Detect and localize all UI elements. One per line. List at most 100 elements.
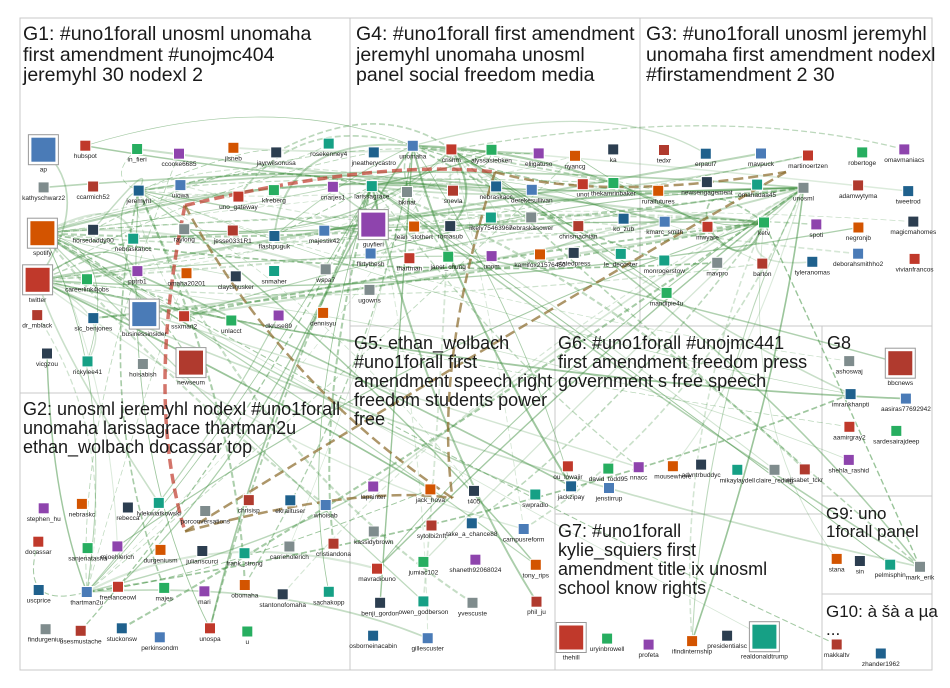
node-jean_stothert[interactable]: jean_stothert (394, 220, 433, 241)
node-derekesullivan[interactable]: derekesullivan (511, 183, 553, 204)
node-claire_reding[interactable]: claire_reding (756, 463, 794, 484)
node-nebraskasower[interactable]: nebraskasower (509, 211, 554, 232)
node-le_decoster[interactable]: le_decoster (604, 247, 638, 268)
node-freelanceowl[interactable]: freelanceowl (100, 580, 137, 601)
node-phil_ju[interactable]: phil_ju (527, 595, 546, 616)
node-chrisisp[interactable]: chrisisp (238, 494, 260, 515)
node-unosml[interactable]: unosml (793, 181, 815, 202)
node-lapainter[interactable]: lapainter (361, 480, 387, 501)
node-snmaher[interactable]: snmaher (261, 265, 288, 286)
node-nebraskacc[interactable]: nebraskacc (479, 180, 513, 201)
node-newsengagement[interactable]: newsengagement (681, 176, 733, 197)
node-jesse0331R1[interactable]: jesse0331R1 (213, 224, 252, 245)
node-jumiac102[interactable]: jumiac102 (408, 555, 439, 576)
node-take_a_chance88[interactable]: take_a_chance88 (446, 517, 498, 538)
node-cnarjes1[interactable]: cnarjes1 (321, 180, 346, 201)
node-aasiras77692942[interactable]: aasiras77692942 (881, 392, 931, 413)
node-jneatherycastro[interactable]: jneatherycastro (351, 146, 397, 167)
node-zhander1962[interactable]: zhander1962 (862, 647, 900, 668)
node-realdonaldtrump[interactable]: realdonaldtrump (741, 621, 788, 661)
node-findurgenius[interactable]: findurgenius (28, 623, 64, 644)
node-ruralfutures[interactable]: ruralfutures (642, 184, 676, 205)
node-deborahsmithho2[interactable]: deborahsmithho2 (833, 247, 884, 268)
node-spotify[interactable]: spotify (26, 217, 58, 257)
node-osborneinacabin[interactable]: osborneinacabin (349, 629, 397, 650)
node-tedxr[interactable]: tedxr (657, 144, 672, 165)
node-larissagrace[interactable]: larissagrace (354, 180, 390, 201)
node-ka[interactable]: ka (607, 143, 620, 164)
node-ashoswaj[interactable]: ashoswaj (836, 355, 863, 376)
node-pptrb1[interactable]: pptrb1 (128, 265, 147, 286)
node-thehill[interactable]: thehill (555, 622, 587, 662)
node-tony_rips[interactable]: tony_rips (523, 558, 550, 579)
node-monrogerstow[interactable]: monrogerstow (644, 254, 685, 275)
node-crishm[interactable]: crishm (442, 143, 461, 164)
node-rickylee41[interactable]: rickylee41 (73, 355, 103, 376)
node-uscprice[interactable]: uscprice (27, 584, 52, 605)
node-sachakopp[interactable]: sachakopp (313, 585, 345, 606)
node-nebraskc[interactable]: nebraskc (69, 497, 96, 518)
node-ko_zub[interactable]: ko_zub (613, 212, 634, 233)
node-ekrailtuser[interactable]: ekrailtuser (275, 494, 306, 515)
node-newseum[interactable]: newseum (175, 347, 207, 387)
node-campusreform[interactable]: campusreform (503, 523, 545, 544)
node-advntrbuddyc[interactable]: advntrbuddyc (682, 458, 722, 479)
node-ifindinternship[interactable]: ifindinternship (672, 635, 713, 656)
node-hoisabish[interactable]: hoisabish (129, 358, 157, 379)
node-carrieholerich[interactable]: carrieholerich (270, 540, 309, 561)
node-pelmisphin[interactable]: pelmisphin (875, 558, 906, 579)
node-unospa[interactable]: unospa (199, 622, 221, 643)
node-durgeniusm[interactable]: durgeniusm (144, 543, 178, 564)
node-kmarc_smith[interactable]: kmarc_smith (646, 215, 684, 236)
node-flirtythesh[interactable]: flirtythesh (357, 247, 385, 268)
node-frank_strong[interactable]: frank_strong (226, 547, 263, 568)
node-stephen_hu[interactable]: stephen_hu (27, 502, 61, 523)
node-rebecca[interactable]: rebecca (116, 501, 140, 522)
node-obomaha[interactable]: obomaha (231, 579, 259, 600)
node-kassidybrown[interactable]: kassidybrown (354, 525, 394, 546)
node-shehla_rashid[interactable]: shehla_rashid (829, 453, 870, 474)
node-ssxman2[interactable]: ssxman2 (171, 310, 197, 331)
node-unot[interactable]: unot (576, 178, 589, 199)
node-omavmaniacs[interactable]: omavmaniacs (884, 143, 925, 164)
node-guyfieri[interactable]: guyfieri (357, 209, 389, 249)
node-raylong[interactable]: raylong (174, 223, 196, 244)
node-omaha20201[interactable]: omaha20201 (168, 267, 206, 288)
node-mwyare[interactable]: mwyare (696, 220, 719, 241)
node-thartman[interactable]: thartman (397, 252, 423, 273)
node-mjoehlerich[interactable]: mjoehlerich (101, 540, 135, 561)
node-robertoge[interactable]: robertoge (848, 146, 876, 167)
node-mousewhore[interactable]: mousewhore (654, 460, 692, 481)
node-unom[interactable]: unom (483, 250, 500, 271)
node-uiowa[interactable]: uiowa (172, 179, 189, 200)
node-jack_hova[interactable]: jack_hova (415, 483, 446, 504)
node-unlacct[interactable]: unlacct (221, 314, 242, 335)
node-jlsneb[interactable]: jlsneb (224, 141, 242, 162)
node-rosekenney4[interactable]: rosekenney4 (310, 137, 348, 158)
node-sin[interactable]: sin (853, 555, 866, 576)
node-kathyschwarz2[interactable]: kathyschwarz2 (22, 181, 65, 202)
node-presidentialsc[interactable]: presidentialsc (707, 629, 748, 650)
node-jeremyhl[interactable]: jeremyhl (125, 184, 152, 205)
node-nnacc[interactable]: nnacc (630, 461, 648, 482)
node-julianscurci[interactable]: julianscurci (185, 545, 218, 566)
node-tyleranomas[interactable]: tyleranomas (795, 255, 831, 276)
node-likely75463967[interactable]: likely75463967 (469, 211, 513, 232)
node-mavradiouno[interactable]: mavradiouno (358, 562, 396, 583)
node-gillescuster[interactable]: gillescuster (411, 632, 445, 653)
node-mavpuck[interactable]: mavpuck (748, 147, 775, 168)
node-mavpro[interactable]: mavpro (706, 256, 728, 277)
node-owen_godberson[interactable]: owen_godberson (398, 595, 449, 616)
node-stuckonsw[interactable]: stuckonsw (107, 622, 138, 643)
node-statedpress[interactable]: statedpress (557, 246, 591, 267)
node-ccooke6685[interactable]: ccooke6685 (161, 147, 197, 168)
node-nebraskahcc[interactable]: nebraskahcc (115, 232, 153, 253)
node-barton[interactable]: barton (753, 257, 772, 278)
node-businessinsider[interactable]: businessinsider (122, 298, 168, 338)
node-stantonofomaha[interactable]: stantonofomaha (259, 588, 306, 609)
node-porconversations[interactable]: porconversations (180, 505, 231, 526)
node-imrankhanpti[interactable]: imrankhanpti (832, 388, 869, 409)
node-ugowns[interactable]: ugowns (358, 283, 381, 304)
node-makkaltv[interactable]: makkaltv (824, 638, 850, 659)
node-spoti[interactable]: spoti (809, 218, 823, 239)
